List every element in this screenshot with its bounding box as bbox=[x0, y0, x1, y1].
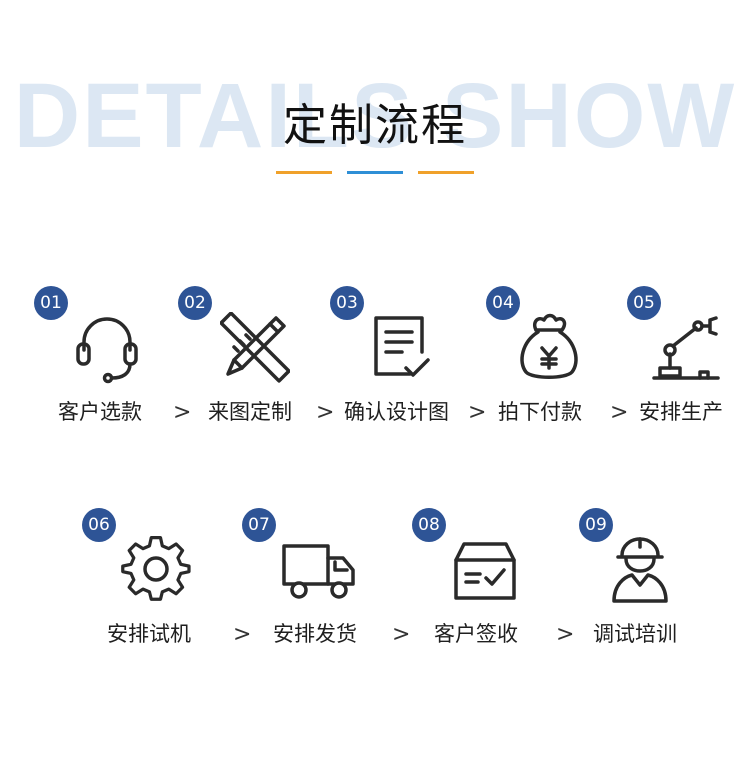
truck-icon bbox=[282, 544, 355, 599]
step-arrow: > bbox=[610, 400, 629, 425]
headset-icon bbox=[76, 317, 138, 384]
step-number-badge: 03 bbox=[330, 286, 364, 320]
background-watermark-text: DETAILS SHOW bbox=[13, 65, 737, 167]
step-arrow: > bbox=[173, 400, 192, 425]
page-title: 定制流程 bbox=[283, 100, 467, 151]
pencil-ruler-icon bbox=[220, 312, 290, 383]
title-underline-center bbox=[347, 171, 403, 174]
document-check-icon bbox=[374, 316, 430, 377]
step-number-badge: 02 bbox=[178, 286, 212, 320]
step-label: 客户签收 bbox=[434, 622, 518, 646]
step-arrow: > bbox=[316, 400, 335, 425]
step-label: 安排发货 bbox=[273, 622, 357, 646]
step-arrow: > bbox=[468, 400, 487, 425]
step-number-badge: 04 bbox=[486, 286, 520, 320]
step-label: 确认设计图 bbox=[344, 400, 449, 424]
step-label: 客户选款 bbox=[58, 400, 142, 424]
step-label: 安排生产 bbox=[639, 400, 723, 424]
package-check-icon bbox=[454, 542, 516, 600]
step-arrow: > bbox=[233, 622, 252, 647]
step-arrow: > bbox=[556, 622, 575, 647]
step-number-badge: 06 bbox=[82, 508, 116, 542]
step-label: 安排试机 bbox=[107, 622, 191, 646]
step-label: 调试培训 bbox=[593, 622, 677, 646]
worker-helmet-icon bbox=[612, 537, 668, 603]
step-number-badge: 05 bbox=[627, 286, 661, 320]
step-number-badge: 07 bbox=[242, 508, 276, 542]
money-bag-icon bbox=[520, 313, 578, 379]
step-label: 来图定制 bbox=[208, 400, 292, 424]
step-number-badge: 08 bbox=[412, 508, 446, 542]
title-underline-right bbox=[418, 171, 474, 174]
step-arrow: > bbox=[392, 622, 411, 647]
step-number-badge: 09 bbox=[579, 508, 613, 542]
step-label: 拍下付款 bbox=[498, 400, 582, 424]
robot-arm-icon bbox=[652, 316, 720, 380]
title-underline-left bbox=[276, 171, 332, 174]
step-number-badge: 01 bbox=[34, 286, 68, 320]
gear-icon bbox=[121, 535, 191, 601]
